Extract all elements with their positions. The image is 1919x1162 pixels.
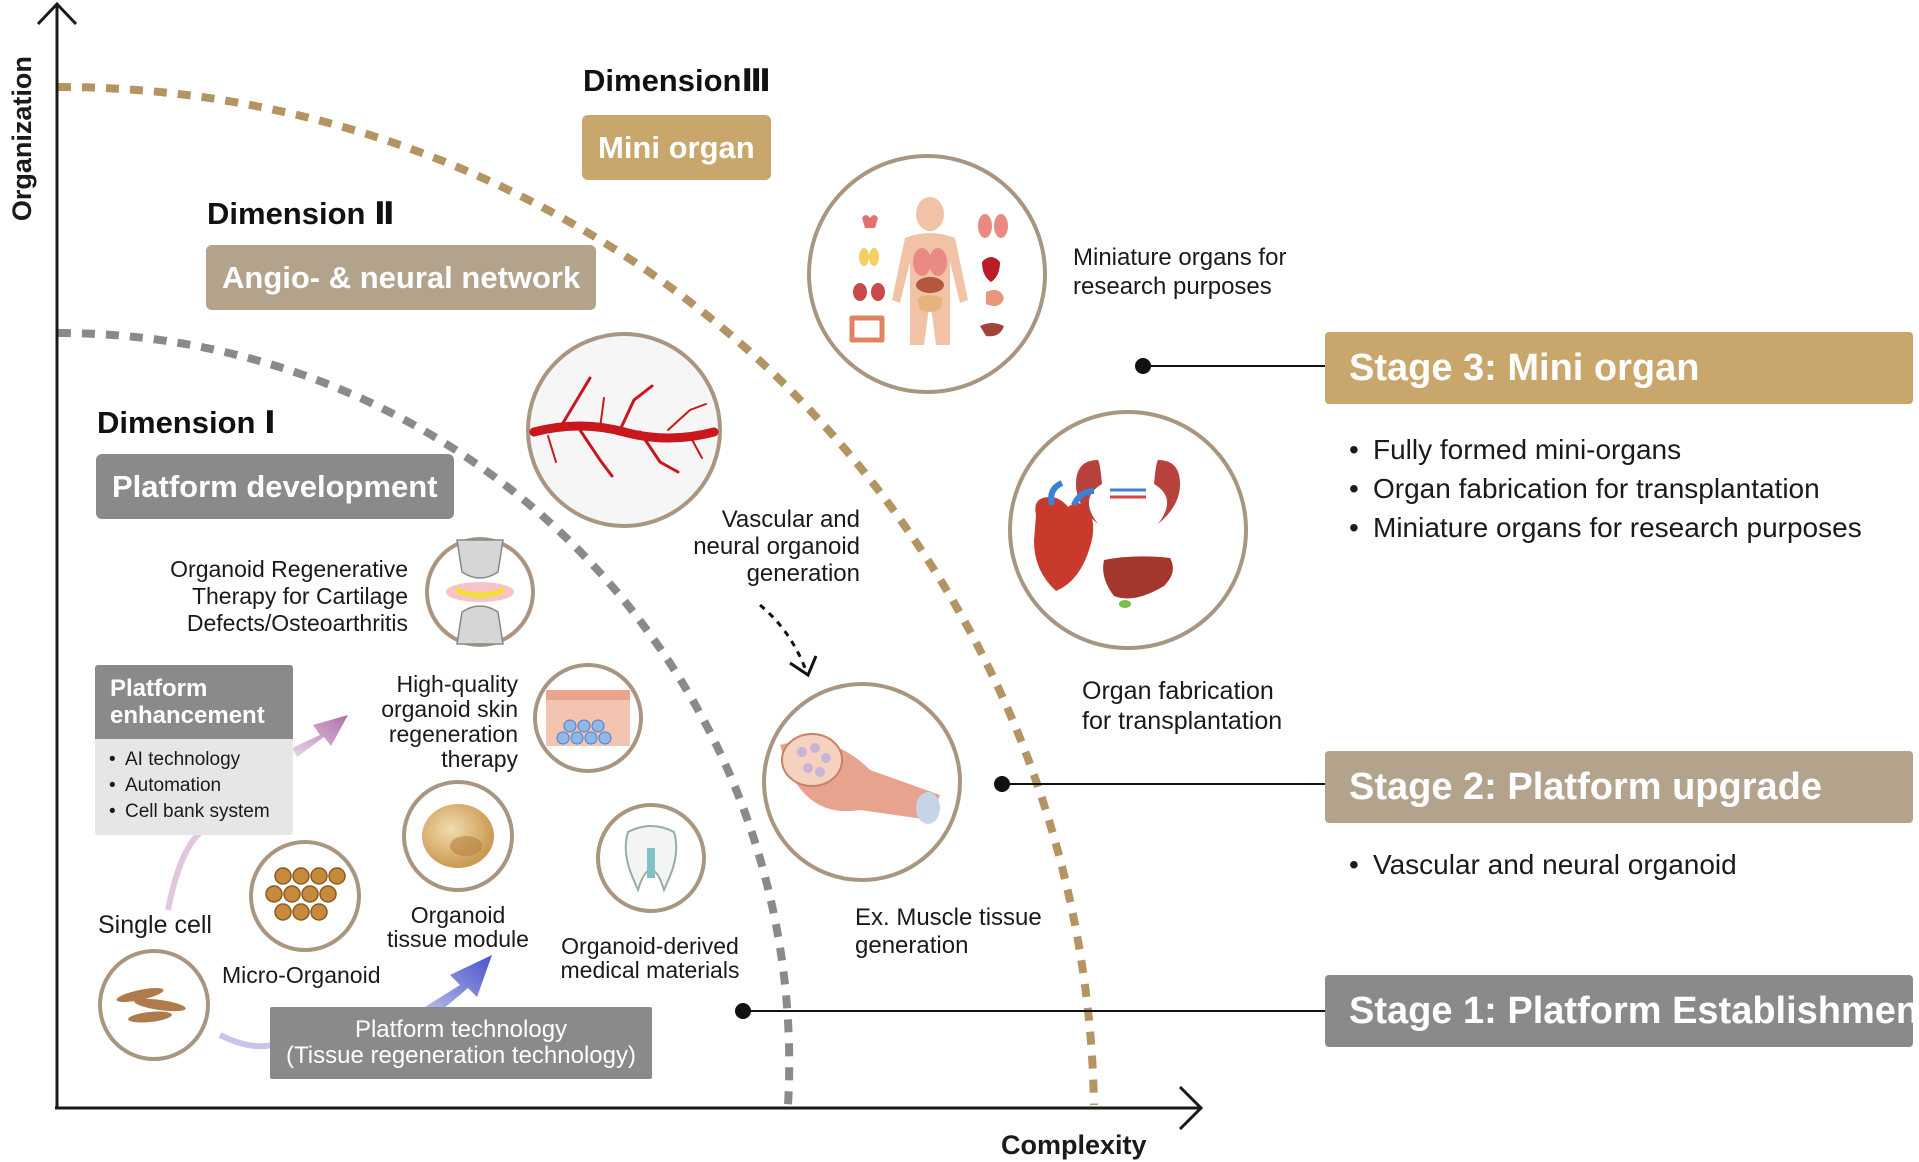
caption-vascular: Vascular and neural organoid generation bbox=[693, 506, 860, 587]
caption-cartilage: Organoid Regenerative Therapy for Cartil… bbox=[170, 556, 408, 636]
human-body-organs-icon bbox=[807, 154, 1047, 394]
dimension-2-tag: Angio- & neural network bbox=[206, 245, 597, 310]
stage-3-bullet: Fully formed mini-organs bbox=[1347, 430, 1862, 469]
stage-3-bar: Stage 3: Mini organ bbox=[1325, 332, 1913, 404]
dimension-3-title: DimensionⅢ bbox=[583, 63, 771, 98]
dimension-3-boundary-arc bbox=[57, 83, 1098, 1106]
stage-2-bullets: Vascular and neural organoid bbox=[1347, 845, 1737, 884]
stage-3-bullet: Organ fabrication for transplantation bbox=[1347, 469, 1862, 508]
stage-3-bullets: Fully formed mini-organs Organ fabricati… bbox=[1347, 430, 1862, 547]
stage-3-connector bbox=[1135, 358, 1325, 374]
organoid-tissue-module-icon bbox=[402, 780, 514, 892]
dimension-1-title: Dimension Ⅰ bbox=[97, 405, 276, 440]
stage-2-bullet: Vascular and neural organoid bbox=[1347, 845, 1737, 884]
platform-technology-line2: (Tissue regeneration technology) bbox=[286, 1042, 636, 1069]
dotted-arrow-icon bbox=[759, 603, 818, 678]
pe-bullet: Automation bbox=[109, 773, 270, 799]
pe-bullet: Cell bank system bbox=[109, 799, 270, 825]
caption-tissue-module: Organoid tissue module bbox=[387, 902, 529, 952]
stage-1-bar: Stage 1: Platform Establishment bbox=[1325, 975, 1919, 1047]
caption-skin: High-quality organoid skin regeneration … bbox=[381, 671, 518, 772]
stage-2-connector bbox=[994, 776, 1325, 792]
micro-organoid-cluster-icon bbox=[249, 840, 361, 952]
spindle-cells-icon bbox=[98, 949, 210, 1061]
stage-3-bullet: Miniature organs for research purposes bbox=[1347, 508, 1862, 547]
platform-technology-box: Platform technology (Tissue regeneration… bbox=[270, 1007, 652, 1079]
platform-enhancement-list: AI technology Automation Cell bank syste… bbox=[109, 747, 270, 825]
x-axis-label: Complexity bbox=[1001, 1130, 1147, 1160]
blood-vessel-network-icon bbox=[526, 332, 722, 528]
dental-implant-icon bbox=[596, 803, 706, 913]
stage-1-connector bbox=[735, 1003, 1325, 1019]
caption-fabrication: Organ fabrication for transplantation bbox=[1082, 677, 1283, 735]
caption-miniature: Miniature organs for research purposes bbox=[1073, 244, 1287, 300]
knee-joint-cartilage-icon bbox=[425, 537, 535, 647]
dimension-2-title: Dimension Ⅱ bbox=[207, 196, 395, 231]
muscle-fiber-icon bbox=[762, 682, 962, 882]
platform-technology-line1: Platform technology bbox=[354, 1016, 568, 1043]
platform-enhancement-box: Platform enhancement AI technology Autom… bbox=[95, 665, 293, 835]
blue-progress-arrow-icon bbox=[218, 955, 492, 1050]
stage-2-bar: Stage 2: Platform upgrade bbox=[1325, 751, 1913, 823]
skin-layers-icon bbox=[533, 663, 643, 773]
pe-bullet: AI technology bbox=[109, 747, 270, 773]
caption-muscle: Ex. Muscle tissue generation bbox=[855, 904, 1042, 959]
y-axis-label: Organization bbox=[6, 56, 37, 222]
caption-micro-organoid: Micro-Organoid bbox=[222, 962, 381, 988]
dimension-1-tag: Platform development bbox=[96, 454, 454, 519]
heart-kidneys-liver-icon bbox=[1008, 410, 1248, 650]
axis-arrows-icon bbox=[36, 1, 1204, 1131]
platform-enhancement-title: Platform enhancement bbox=[95, 665, 293, 739]
caption-medical-materials: Organoid-derived medical materials bbox=[560, 933, 740, 983]
caption-single-cell: Single cell bbox=[98, 911, 212, 939]
dimension-3-tag: Mini organ bbox=[582, 115, 771, 180]
